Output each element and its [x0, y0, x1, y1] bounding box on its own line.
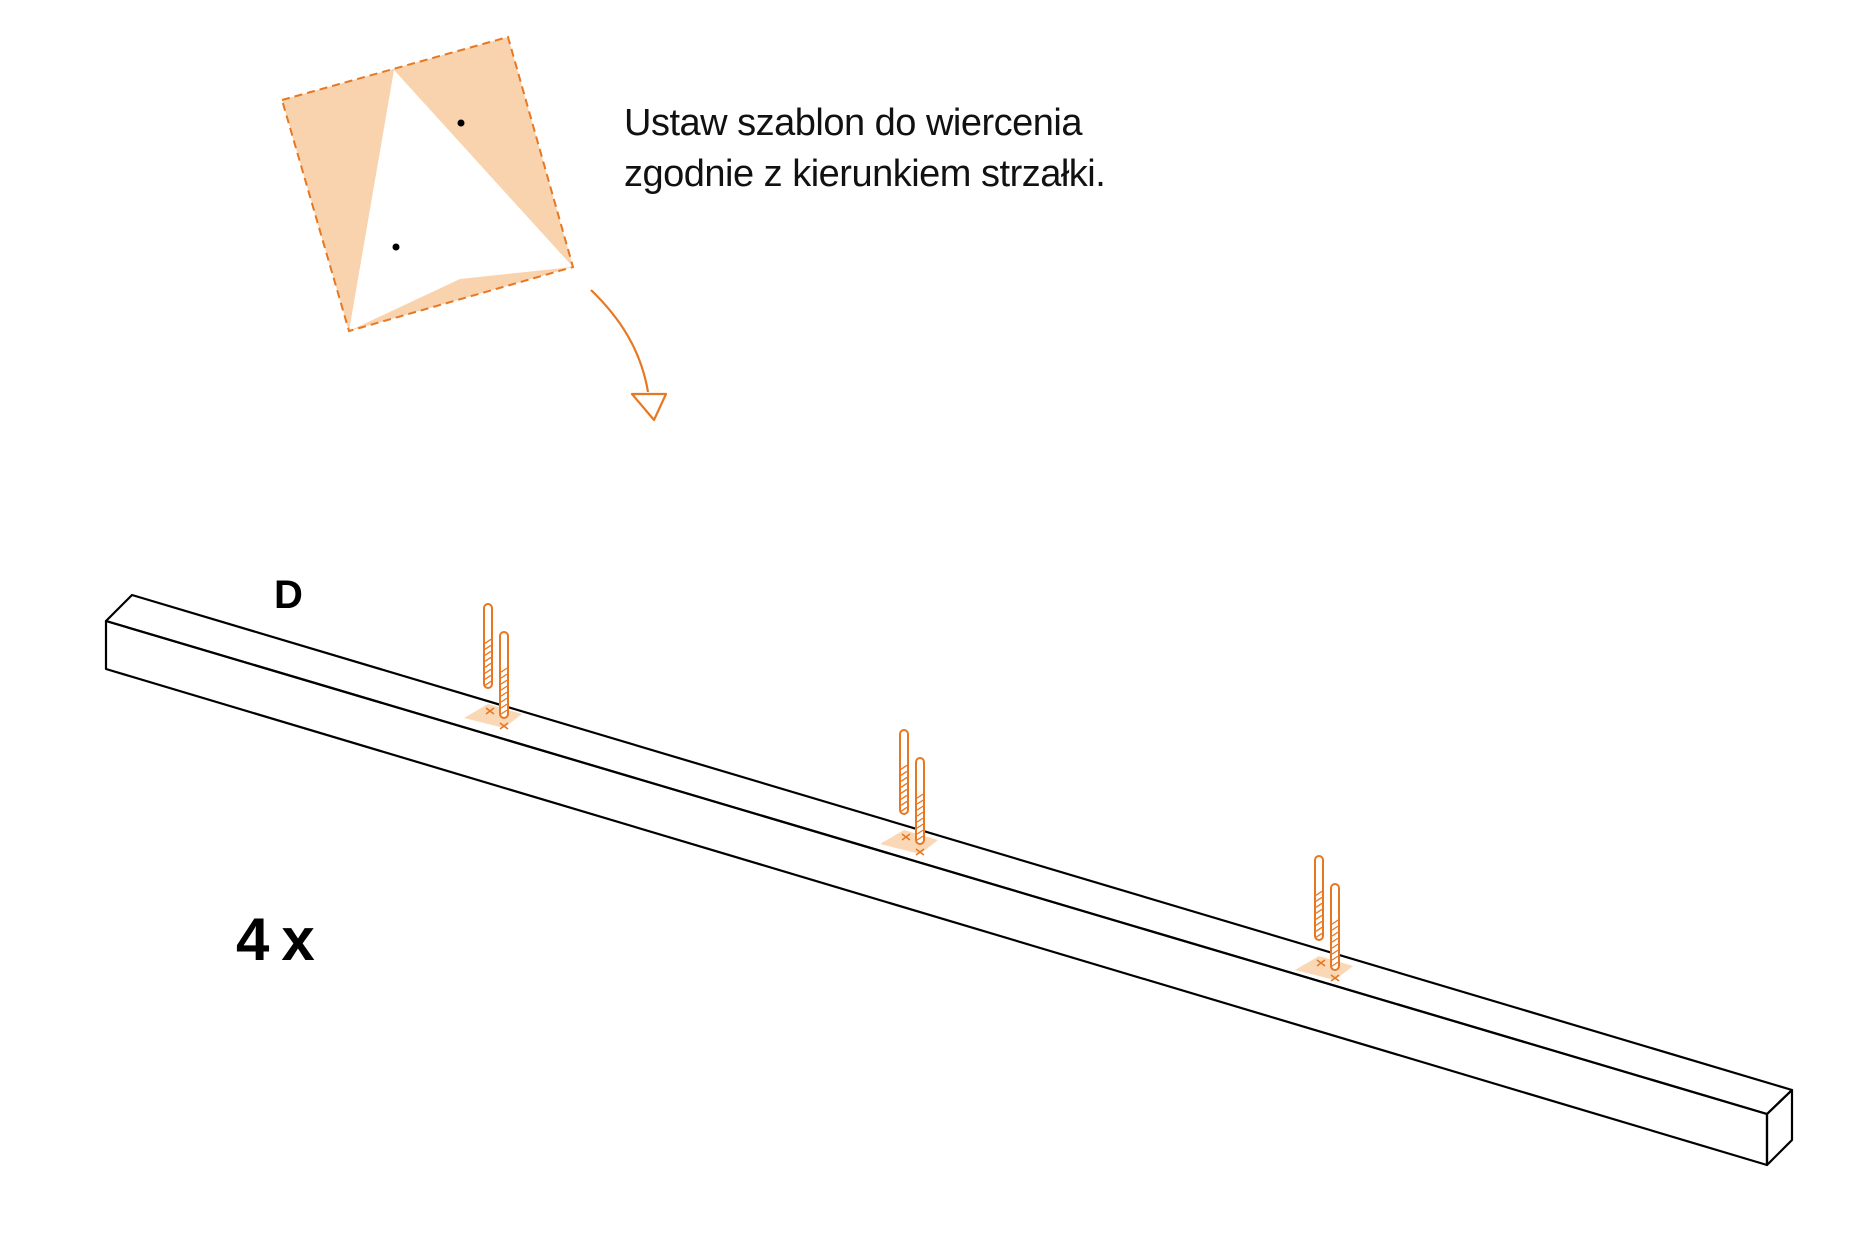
drill-bit-flute [500, 703, 508, 709]
drill-bit-flute [1331, 949, 1339, 955]
drill-bit-shank [1330, 883, 1340, 971]
drill-bit-flute [916, 811, 924, 817]
drill-bit-flute [916, 829, 924, 835]
drill-bit-flute [916, 817, 924, 823]
drill-bit-flute [900, 806, 908, 812]
drill-bit-flute [916, 799, 924, 805]
drill-bit-flute [900, 788, 908, 794]
quantity-multiplier: x [281, 906, 314, 973]
arrow-shaft [590, 289, 650, 393]
drill-bit-icon [899, 729, 909, 815]
drill-bit-shank [915, 757, 925, 845]
drill-bit-flute [916, 835, 924, 841]
drill-bit-flute [1331, 955, 1339, 961]
drill-bit-flute [1315, 896, 1323, 902]
beam-d [104, 593, 1794, 1167]
hole-marker [915, 848, 925, 856]
drill-bit-flute [484, 656, 492, 662]
hole-marker [485, 707, 495, 715]
instruction-line-1: Ustaw szablon do wiercenia [624, 102, 1083, 144]
drill-bit-icon [1314, 855, 1324, 941]
drill-bit-flute [916, 805, 924, 811]
drill-bit-icon [915, 757, 925, 845]
drill-bit-flute [500, 709, 508, 715]
drill-bit-flute [1315, 920, 1323, 926]
drill-bit-icon [1330, 883, 1340, 971]
drill-bit-flute [900, 782, 908, 788]
drill-bit-flute [484, 644, 492, 650]
drill-bit-shank [499, 631, 509, 719]
drill-bit-flute [500, 679, 508, 685]
hole-marker [1316, 959, 1326, 967]
drill-bit-flute [484, 680, 492, 686]
drill-bit-flute [500, 673, 508, 679]
instruction-line-2: zgodnie z kierunkiem strzałki. [624, 153, 1105, 195]
drill-bit-flute [500, 697, 508, 703]
drill-bit-flute [1331, 919, 1339, 925]
arrow-head [630, 392, 668, 422]
drill-bit-flute [1331, 925, 1339, 931]
drill-bit-flute [484, 674, 492, 680]
drill-bit-flute [916, 823, 924, 829]
drill-bit-flute [1331, 937, 1339, 943]
template-hole-marker [457, 119, 465, 127]
drill-bit-flute [1315, 902, 1323, 908]
drilling-template-icon [280, 35, 575, 333]
hole-marker [499, 722, 509, 730]
drill-bit-icon [499, 631, 509, 719]
drill-bit-flute [1315, 932, 1323, 938]
drill-position [880, 729, 938, 856]
beam-top-face [104, 593, 1794, 1116]
hole-marker [901, 833, 911, 841]
drill-bit-icon [483, 603, 493, 689]
template-outline [280, 35, 575, 333]
drill-bit-flute [484, 668, 492, 674]
drill-bit-flute [900, 800, 908, 806]
drill-bit-flute [484, 662, 492, 668]
drill-bit-flute [484, 638, 492, 644]
drill-bit-flute [900, 764, 908, 770]
drill-position [1295, 855, 1353, 982]
template-hole-marker [392, 243, 400, 251]
drill-bit-flute [900, 776, 908, 782]
drill-position [464, 603, 522, 730]
drill-bit-flute [1331, 943, 1339, 949]
beam-end-face [1765, 1088, 1794, 1167]
drill-bit-flute [900, 794, 908, 800]
drill-bit-flute [1315, 914, 1323, 920]
drill-bit-flute [1331, 931, 1339, 937]
drill-bit-flute [900, 770, 908, 776]
quantity-number: 4 [236, 906, 270, 973]
drill-bit-flute [484, 650, 492, 656]
beam-front-face [104, 619, 1769, 1167]
curved-arrow-icon [590, 289, 668, 422]
drill-bit-flute [1331, 961, 1339, 967]
part-label: D [274, 573, 303, 617]
drill-bit-flute [500, 691, 508, 697]
drill-bit-flute [1315, 926, 1323, 932]
hole-marker [1330, 974, 1340, 982]
drill-bit-flute [916, 793, 924, 799]
drill-bit-flute [1315, 890, 1323, 896]
drill-bit-flute [1315, 908, 1323, 914]
drill-bit-flute [500, 685, 508, 691]
drill-bit-flute [500, 667, 508, 673]
template-cutout [349, 70, 573, 331]
drill-positions [464, 603, 1353, 982]
